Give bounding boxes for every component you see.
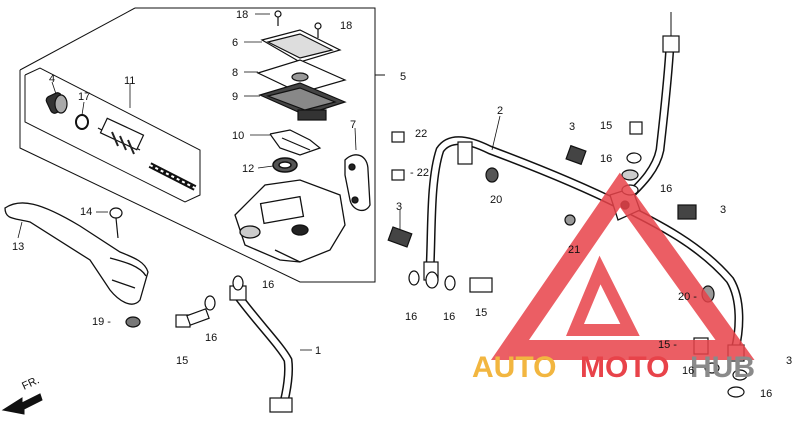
- label-15d: 15 -: [658, 339, 677, 351]
- float-10: [269, 129, 322, 156]
- boot-4: [45, 92, 68, 114]
- washer-16-left: [204, 275, 244, 311]
- label-fr: FR.: [20, 374, 41, 392]
- label-16e: 16: [405, 311, 417, 323]
- bolt-15-left: [175, 308, 210, 328]
- diaphragm-9: [258, 82, 347, 121]
- watermark-hub: HUB: [690, 351, 755, 384]
- label-20a: 20: [490, 194, 502, 206]
- plate-8: [256, 59, 347, 94]
- seal-12: [272, 157, 298, 173]
- label-3d: 3: [786, 355, 792, 367]
- label-20b: 20 -: [678, 291, 697, 303]
- piston-11: [97, 117, 197, 191]
- label-8: 8: [232, 67, 238, 79]
- master-cylinder-box: [19, 7, 385, 283]
- label-15a: 15: [176, 355, 188, 367]
- label-5: 5: [400, 71, 406, 83]
- watermark-triangle-inner: [566, 255, 640, 336]
- label-22b: - 22: [410, 167, 429, 179]
- part-labels: 18 18 6 8 9 10 12 5 7 4 11 17 14 13 19 -…: [12, 9, 792, 400]
- label-3b: 3: [569, 121, 575, 133]
- watermark-logo: [490, 172, 755, 360]
- leader-lines: [17, 13, 501, 351]
- piston-box: [24, 67, 201, 203]
- reservoir-cap: [260, 10, 342, 63]
- clamp-7: [344, 154, 371, 212]
- label-6: 6: [232, 37, 238, 49]
- brake-lever-13: [4, 202, 149, 305]
- label-14: 14: [80, 206, 92, 218]
- front-arrow-icon: [1, 393, 43, 415]
- label-16g: 16: [682, 365, 694, 377]
- label-18b: 18: [340, 20, 352, 32]
- label-10: 10: [232, 130, 244, 142]
- nut-19: [125, 316, 141, 328]
- label-15b: 15: [600, 120, 612, 132]
- label-9: 9: [232, 91, 238, 103]
- label-19: 19 -: [92, 316, 111, 328]
- label-7: 7: [350, 119, 356, 131]
- label-16b: 16: [262, 279, 274, 291]
- watermark-triangle-outer: [490, 172, 755, 360]
- label-12: 12: [242, 163, 254, 175]
- label-2: 2: [497, 105, 503, 117]
- label-16f: 16: [443, 311, 455, 323]
- circlip-17: [75, 114, 89, 130]
- label-4: 4: [49, 73, 55, 85]
- brake-hose-vertical: [626, 12, 680, 199]
- label-16h: 16: [760, 388, 772, 400]
- label-3a: 3: [396, 201, 402, 213]
- label-16a: 16: [205, 332, 217, 344]
- label-16c: 16: [600, 153, 612, 165]
- label-21: 21: [568, 244, 580, 256]
- label-13: 13: [12, 241, 24, 253]
- lever-bolt-14: [109, 207, 123, 239]
- watermark-moto: MOTO: [580, 351, 669, 384]
- brake-hose-1: [229, 285, 293, 413]
- label-17: 17: [78, 91, 90, 103]
- watermark-auto: AUTO: [472, 351, 556, 384]
- label-16d: 16: [660, 183, 672, 195]
- master-cylinder-body: [234, 179, 346, 263]
- label-22a: 22: [415, 128, 427, 140]
- label-1: 1: [315, 345, 321, 357]
- label-15c: 15: [475, 307, 487, 319]
- label-11: 11: [124, 75, 135, 87]
- watermark-text: AUTO MOTO HUB: [472, 351, 755, 384]
- label-18a: 18: [236, 9, 248, 21]
- label-3c: 3: [720, 204, 726, 216]
